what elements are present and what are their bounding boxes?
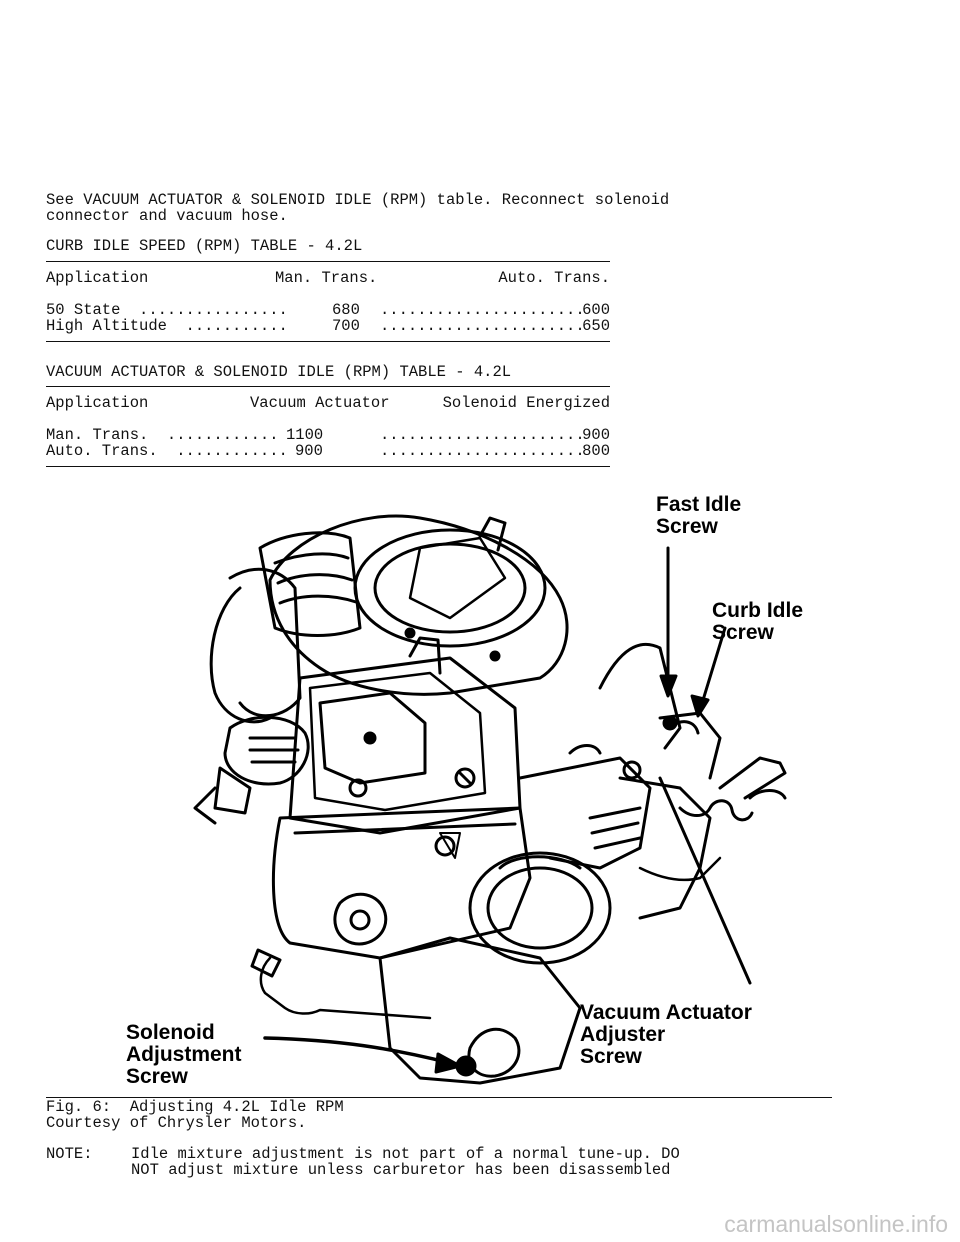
curb-table-header: Application Man. Trans. Auto. Trans. <box>46 270 610 287</box>
figure-caption-rule <box>46 1097 832 1098</box>
vac-table-header: Application Vacuum Actuator Solenoid Ene… <box>46 395 610 412</box>
vac-header-solenoid: Solenoid Energized <box>442 394 610 412</box>
curb-row-auto: 600 <box>582 301 610 319</box>
vac-table-title: VACUUM ACTUATOR & SOLENOID IDLE (RPM) TA… <box>46 363 512 381</box>
figure-caption: Fig. 6: Adjusting 4.2L Idle RPM <box>46 1098 344 1116</box>
vac-table-top-rule <box>46 386 610 387</box>
watermark: carmanualsonline.info <box>724 1211 948 1237</box>
curb-header-application: Application <box>46 269 149 287</box>
curb-row-auto: 650 <box>582 317 610 335</box>
table-row: 50 State ................ 680 ..........… <box>46 302 610 319</box>
vac-row-dots: ...................... <box>380 442 585 460</box>
vac-row-sol: 900 <box>582 426 610 444</box>
note-line-2: NOT adjust mixture unless carburetor has… <box>131 1161 671 1179</box>
vac-table-bottom-rule <box>46 466 610 467</box>
note-line-1: Idle mixture adjustment is not part of a… <box>131 1145 680 1163</box>
curb-header-man: Man. Trans. <box>275 269 378 287</box>
table-row: High Altitude ........... 700 ..........… <box>46 318 610 335</box>
vac-header-vacuum: Vacuum Actuator <box>250 394 390 412</box>
curb-row-app: 50 State ................ <box>46 301 288 319</box>
fast-idle-screw-label: Fast Idle Screw <box>656 493 742 538</box>
curb-row-man: 700 <box>332 317 360 335</box>
vac-row-dots: ...................... <box>380 426 585 444</box>
solenoid-adjustment-screw-label: Solenoid Adjustment Screw <box>126 1021 242 1088</box>
curb-table-top-rule <box>46 261 610 262</box>
carburetor-diagram <box>193 514 787 1085</box>
curb-row-dots: ...................... <box>380 301 585 319</box>
vacuum-actuator-adjuster-screw-label: Vacuum Actuator Adjuster Screw <box>580 1001 752 1068</box>
intro-line-1: See VACUUM ACTUATOR & SOLENOID IDLE (RPM… <box>46 191 670 209</box>
intro-line-2: connector and vacuum hose. <box>46 207 288 225</box>
vac-row-sol: 800 <box>582 442 610 460</box>
vac-row-app: Man. Trans. ............ <box>46 426 279 444</box>
vac-header-application: Application <box>46 394 149 412</box>
curb-row-dots: ...................... <box>380 317 585 335</box>
curb-idle-screw-label: Curb Idle Screw <box>712 599 804 644</box>
curb-row-app: High Altitude ........... <box>46 317 288 335</box>
curb-header-auto: Auto. Trans. <box>498 269 610 287</box>
vac-row-vac: 900 <box>295 442 323 460</box>
note-label: NOTE: <box>46 1145 93 1163</box>
table-row: Auto. Trans. ............ 900 ..........… <box>46 443 610 460</box>
table-row: Man. Trans. ............ 1100 ..........… <box>46 427 610 444</box>
figure-credit: Courtesy of Chrysler Motors. <box>46 1114 307 1132</box>
curb-table-title: CURB IDLE SPEED (RPM) TABLE - 4.2L <box>46 237 363 255</box>
curb-table-bottom-rule <box>46 341 610 342</box>
vac-row-app: Auto. Trans. ............ <box>46 442 288 460</box>
curb-row-man: 680 <box>332 301 360 319</box>
vac-row-vac: 1100 <box>286 426 324 444</box>
